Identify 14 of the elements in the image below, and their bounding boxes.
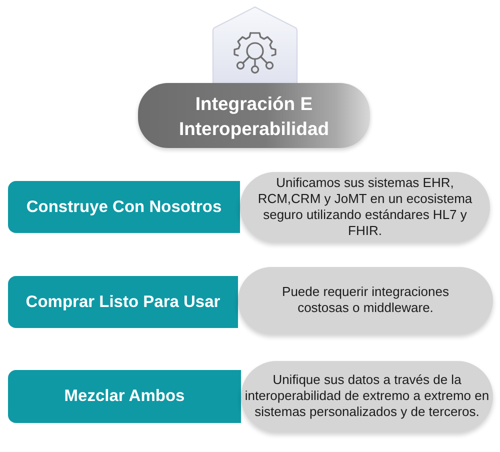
description-text: Puede requerir integraciones costosas o middleware.	[281, 284, 450, 316]
option-card	[8, 181, 240, 233]
description-pill	[241, 361, 493, 432]
option-card	[8, 370, 241, 423]
description-text: Unificamos sus sistemas EHR, RCM,CRM y JoMT en un ecosistema seguro utilizando estándares HL7 y FHIR.	[256, 174, 474, 238]
description-pill	[240, 172, 490, 242]
description-text: Unifique sus datos a través de la interoperabilidad de extremo a extremo en sistemas personalizados y de terceros.	[244, 372, 490, 420]
description-pill	[238, 267, 493, 334]
title-banner	[138, 83, 370, 148]
banner-title: Integración E Interoperabilidad	[178, 92, 330, 140]
option-label: Mezclar Ambos	[64, 387, 185, 406]
option-label: Construye Con Nosotros	[26, 198, 222, 216]
option-label: Comprar Listo Para Usar	[26, 292, 220, 312]
option-card	[8, 276, 238, 328]
